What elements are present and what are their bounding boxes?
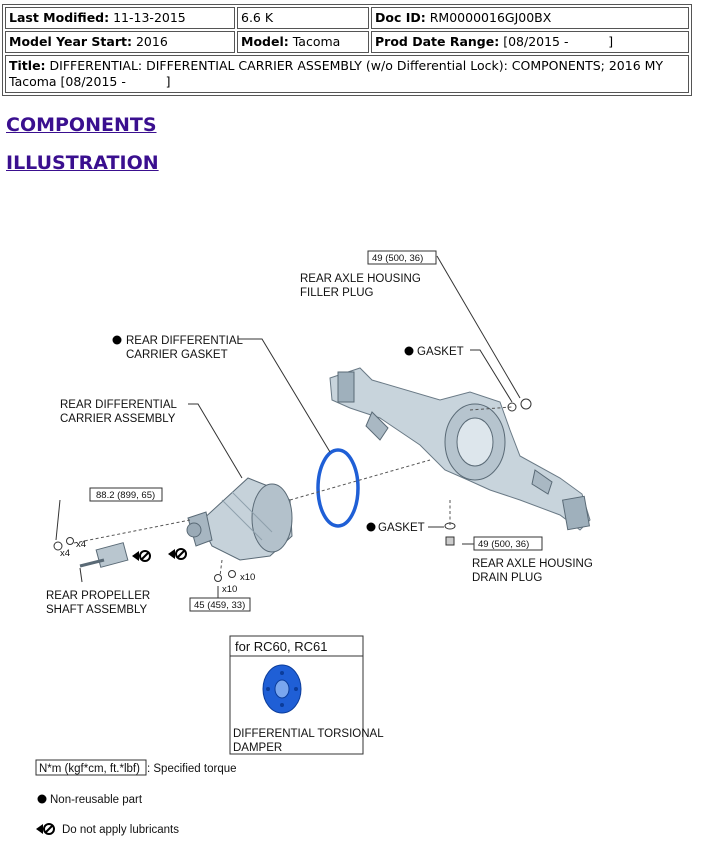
gasket-lower-label: GASKET (378, 522, 425, 534)
no-lubricant-legend-icon (36, 823, 55, 835)
rc-note-label: for RC60, RC61 (235, 639, 327, 654)
doc-id-value: RM0000016GJ00BX (429, 10, 552, 25)
legend-no-lube: Do not apply lubricants (62, 824, 179, 836)
carrier-assembly-label-1: REAR DIFFERENTIAL (60, 399, 178, 411)
x10-label-a: x10 (222, 584, 237, 595)
model-year-cell: Model Year Start: 2016 (5, 31, 235, 53)
legend-torque-unit: N*m (kgf*cm, ft.*lbf) (39, 763, 140, 775)
filler-torque-box (367, 250, 437, 265)
prod-date-cell: Prod Date Range: [08/2015 - ] (371, 31, 689, 53)
filler-torque-text: 49 (500, 36) (372, 253, 423, 264)
drain-torque-text: 49 (500, 36) (478, 539, 529, 550)
prod-date-value: [08/2015 - ] (503, 34, 614, 49)
last-modified-cell: Last Modified: 11-13-2015 (5, 7, 235, 29)
x4-label-a: x4 (60, 548, 70, 559)
drain-plug-label-1: REAR AXLE HOUSING (472, 558, 593, 570)
legend-non-reusable: Non-reusable part (50, 794, 143, 806)
doc-id-label: Doc ID: (375, 10, 426, 25)
damper-label-1: DIFFERENTIAL TORSIONAL (233, 728, 384, 740)
no-lubricant-icon (132, 550, 151, 562)
propeller-shaft-label-2: SHAFT ASSEMBLY (46, 604, 148, 616)
size-value: 6.6 K (241, 10, 274, 25)
filler-gasket-part (507, 402, 517, 412)
carrier-torque-box (189, 597, 251, 612)
model-value: Tacoma (292, 34, 341, 49)
document-header-table: Last Modified: 11-13-2015 6.6 K Doc ID: … (2, 4, 692, 96)
damper-label-2: DAMPER (233, 742, 282, 754)
rear-differential-carrier-assembly (186, 477, 293, 561)
doc-id-cell: Doc ID: RM0000016GJ00BX (371, 7, 689, 29)
rear-axle-housing (329, 367, 591, 531)
last-modified-label: Last Modified: (9, 10, 110, 25)
model-year-value: 2016 (135, 34, 168, 49)
drain-plug-label-2: DRAIN PLUG (472, 572, 542, 584)
flange-torque-text: 88.2 (899, 65) (96, 490, 155, 501)
model-cell: Model: Tacoma (237, 31, 369, 53)
title-label: Title: (9, 58, 46, 73)
non-reusable-legend-icon (37, 794, 47, 804)
propeller-shaft-label-1: REAR PROPELLER (46, 590, 150, 602)
non-reusable-marker-icon (112, 335, 122, 345)
illustration-link[interactable]: ILLUSTRATION (6, 152, 159, 174)
no-lubricant-icon (168, 548, 187, 560)
prod-date-label: Prod Date Range: (375, 34, 500, 49)
non-reusable-marker-icon (404, 346, 414, 356)
non-reusable-marker-icon (366, 522, 376, 532)
size-cell: 6.6 K (237, 7, 369, 29)
filler-plug-part (520, 398, 532, 410)
filler-plug-label-1: REAR AXLE HOUSING (300, 273, 421, 285)
torsional-damper-part (262, 664, 302, 714)
x10-label-b: x10 (240, 572, 255, 583)
carrier-gasket-label-1: REAR DIFFERENTIAL (126, 335, 244, 347)
carrier-washer-part (228, 570, 236, 578)
carrier-assembly-label-2: CARRIER ASSEMBLY (60, 413, 176, 425)
legend-torque-box (35, 759, 147, 776)
model-year-label: Model Year Start: (9, 34, 132, 49)
carrier-gasket-label-2: CARRIER GASKET (126, 349, 228, 361)
model-label: Model: (241, 34, 289, 49)
carrier-torque-text: 45 (459, 33) (194, 600, 245, 611)
title-cell: Title: DIFFERENTIAL: DIFFERENTIAL CARRIE… (5, 55, 689, 93)
flange-torque-box (89, 487, 163, 502)
last-modified-value: 11-13-2015 (113, 10, 186, 25)
propeller-shaft-flange (53, 537, 129, 568)
components-link[interactable]: COMPONENTS (6, 114, 157, 136)
legend-torque-desc: : Specified torque (147, 763, 237, 775)
filler-plug-label-2: FILLER PLUG (300, 287, 374, 299)
title-value: DIFFERENTIAL: DIFFERENTIAL CARRIER ASSEM… (9, 58, 668, 89)
gasket-upper-label: GASKET (417, 346, 464, 358)
carrier-nut-part (214, 574, 222, 582)
drain-plug-part (445, 536, 455, 546)
carrier-gasket-ring (316, 448, 360, 528)
drain-torque-box (473, 536, 543, 551)
x4-label-b: x4 (76, 539, 86, 550)
